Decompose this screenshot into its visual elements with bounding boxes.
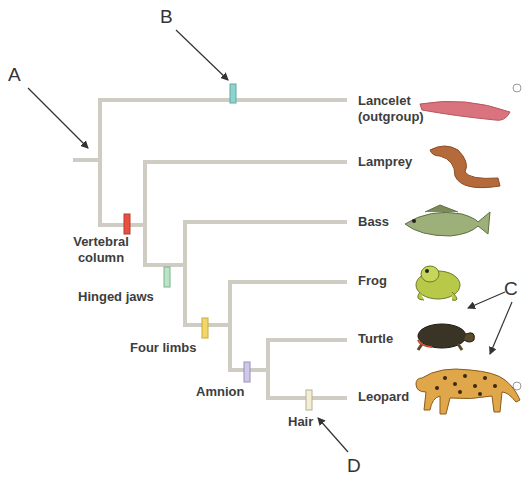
trait-label: Amnion <box>196 384 244 400</box>
bass-figure <box>405 205 490 236</box>
taxon-name: Bass <box>358 214 389 230</box>
taxon-name: Lamprey <box>358 154 412 170</box>
trait-label: Hair <box>288 414 313 430</box>
lancelet-figure <box>420 101 510 120</box>
turtle-figure <box>418 324 474 350</box>
taxon-name: Leopard <box>358 389 409 405</box>
trait-label: Vertebral column <box>60 234 142 265</box>
edge-dots <box>513 84 521 390</box>
callout-letter: A <box>8 64 21 87</box>
trait-ticks <box>124 84 312 410</box>
callout-letter: C <box>504 278 518 301</box>
taxon-name: Turtle <box>358 331 393 347</box>
trait-label: Hinged jaws <box>78 289 154 305</box>
callout-letter: B <box>160 6 173 29</box>
callout-letter: D <box>347 455 361 478</box>
taxon-name: Frog <box>358 273 387 289</box>
trait-label: Four limbs <box>130 340 196 356</box>
taxon-name: Lancelet (outgroup) <box>358 93 428 124</box>
lamprey-figure <box>430 146 500 188</box>
frog-figure <box>416 266 460 300</box>
leopard-figure <box>416 369 520 414</box>
